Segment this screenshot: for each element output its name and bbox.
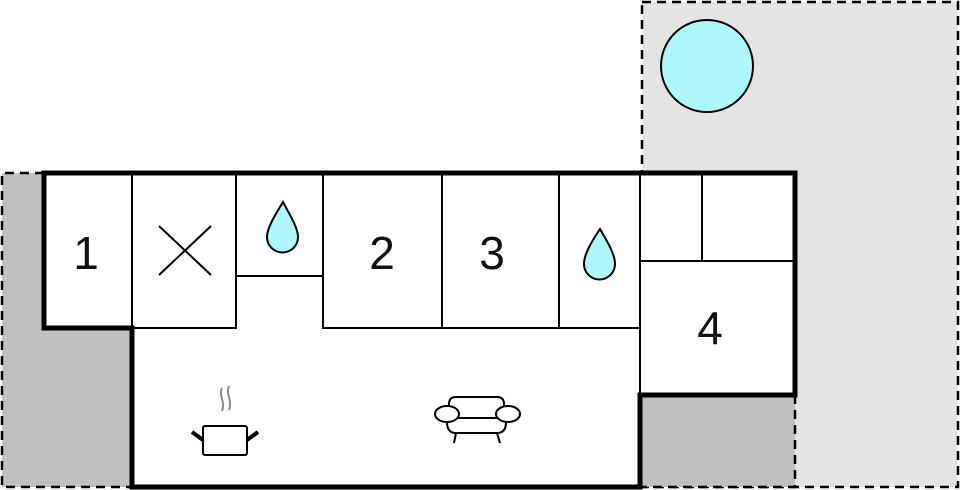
terrace-bottom-right [640,395,795,487]
room-3[interactable] [441,172,560,329]
room-2[interactable] [322,172,443,329]
terrace-left-border [0,171,132,489]
terrace-bottom-right-border [640,395,797,489]
room-label-1: 1 [73,227,99,279]
water-drop-icon [265,199,300,254]
outdoor-area-right-border [640,0,960,489]
water-drop-icon [582,227,617,281]
room-label-2: 2 [369,227,395,279]
cooking-pot-icon [190,385,260,456]
room-label-3: 3 [479,227,505,279]
pool-icon [660,19,754,113]
closet-2[interactable] [701,172,796,262]
living-area[interactable] [133,329,639,486]
exterior-wall [41,170,798,490]
closet-1[interactable] [639,172,703,262]
room-label-4: 4 [697,302,723,354]
sofa-icon [434,396,521,444]
x-mark-icon [158,225,212,276]
